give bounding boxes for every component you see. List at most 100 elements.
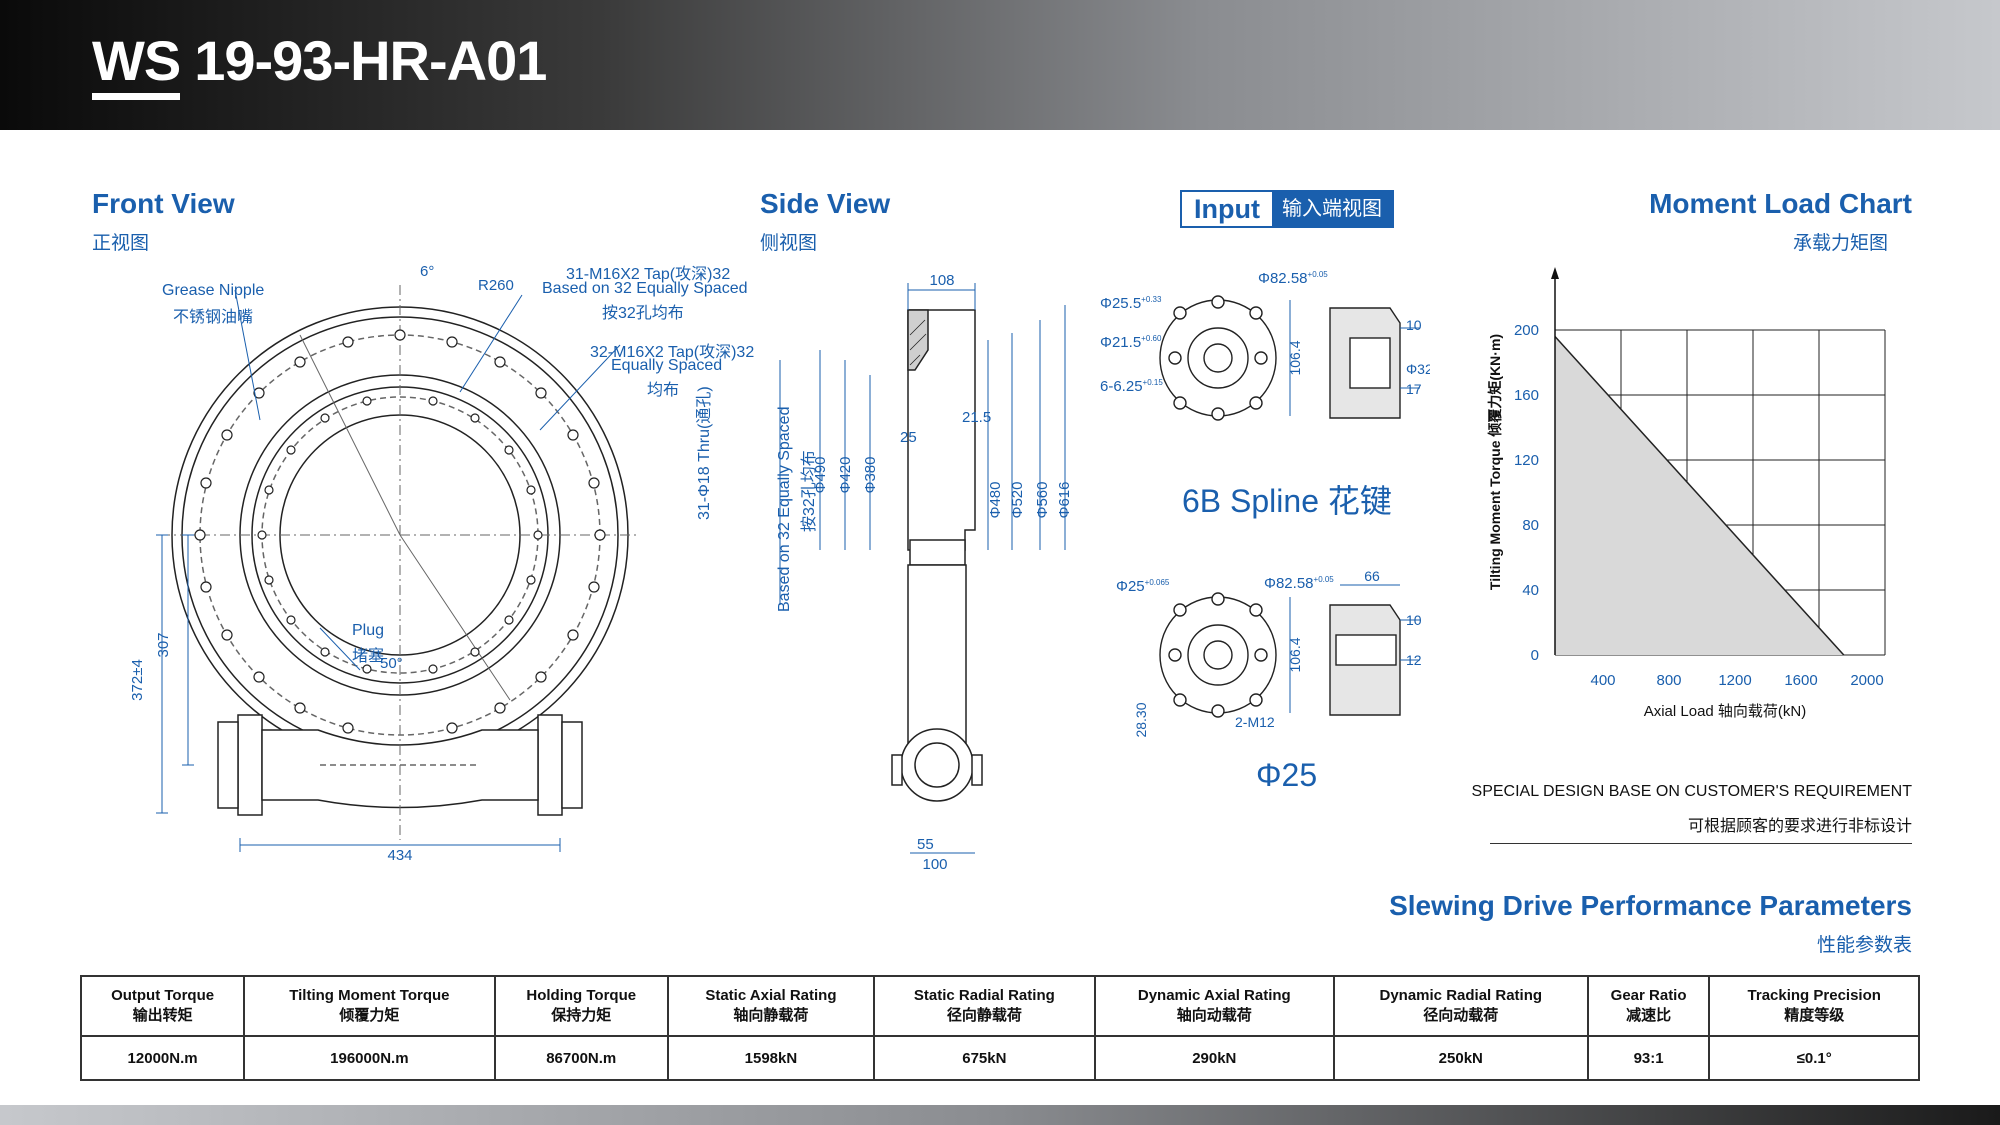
side-view-drawing: 108 21.5 25 Φ490 Φ420 Φ380 Φ480 Φ520 Φ56… — [779, 272, 1073, 873]
header-label-cn: 径向静载荷 — [946, 1007, 1022, 1024]
input-bottom-m12: 2-M12 — [1235, 714, 1275, 730]
grease-nipple-label: Grease Nipple — [162, 282, 265, 299]
header-label-en: Holding Torque — [526, 987, 637, 1004]
input-top-dim-106: 106.4 — [1287, 340, 1303, 375]
y-tick-labels: 0 40 80 120 160 200 — [1514, 322, 1539, 664]
x-tick-label: 800 — [1656, 672, 1681, 689]
dim-phi520: Φ520 — [1009, 482, 1026, 519]
thru-hole-label-2: Based on 32 Equally Spaced — [776, 406, 793, 612]
value-cell: 196000N.m — [243, 1035, 496, 1081]
side-view-body — [891, 309, 983, 802]
dim-100: 100 — [922, 856, 947, 873]
note-divider — [1490, 843, 1912, 844]
r260-label: R260 — [478, 277, 514, 294]
side-dimensions — [779, 283, 1066, 854]
input-top-dim-10: 10 — [1406, 317, 1422, 333]
value-cell: 675kN — [872, 1035, 1096, 1081]
special-design-note-cn: 可根据顾客的要求进行非标设计 — [1687, 818, 1912, 835]
value-cell: ≤0.1° — [1708, 1035, 1920, 1081]
footer-bar — [0, 1105, 2000, 1125]
dim-phi616: Φ616 — [1056, 482, 1073, 519]
dim-108: 108 — [929, 272, 954, 289]
angle-6-label: 6° — [420, 263, 434, 280]
dim-25: 25 — [900, 429, 917, 446]
tap31-label-3: 按32孔均布 — [602, 305, 684, 322]
input-bottom-dim-66: 66 — [1364, 568, 1380, 584]
value-cell: 1598kN — [666, 1035, 875, 1081]
model-code: 19-93-HR-A01 — [194, 29, 547, 92]
header-label-en: Output Torque — [111, 987, 215, 1004]
y-tick-label: 40 — [1522, 582, 1539, 599]
input-top-phi25-5: Φ25.5+0.33 — [1100, 295, 1162, 312]
dim-434: 434 — [387, 847, 412, 860]
input-bottom-drawing: 106.4 66 10 12 2-M12 28.30 — [1133, 568, 1422, 738]
x-tick-label: 400 — [1590, 672, 1615, 689]
input-top-phi21-5: Φ21.5+0.60 — [1100, 334, 1162, 351]
y-axis-label: Tilting Moment Torque 倾覆力矩(KN·m) — [1487, 334, 1503, 590]
thru-hole-label-1: 31-Φ18 Thru(通孔) — [696, 386, 713, 520]
input-view-badge: Input 输入端视图 — [1180, 190, 1394, 228]
header-label-cn: 轴向动载荷 — [1176, 1007, 1252, 1024]
moment-chart-title: Moment Load Chart — [1649, 188, 1912, 219]
spline-label: 6B Spline 花键 — [1182, 483, 1392, 519]
plug-label: Plug — [352, 622, 385, 639]
tap32-label-2: Equally Spaced — [611, 357, 723, 374]
header-label-en: Dynamic Radial Rating — [1379, 987, 1543, 1004]
header-label-cn: 轴向静载荷 — [733, 1007, 809, 1024]
front-labels: 6° R260 50° 307 372±4 434 — [129, 263, 514, 860]
side-labels: 108 21.5 25 Φ490 Φ420 Φ380 Φ480 Φ520 Φ56… — [812, 272, 1073, 873]
value-cell: 86700N.m — [493, 1035, 669, 1081]
header-label-en: Gear Ratio — [1610, 987, 1687, 1004]
moment-chart-subtitle: 承载力矩图 — [1792, 233, 1888, 254]
input-bottom-phi25: Φ25+0.065 — [1116, 578, 1170, 595]
input-top-dim-phi32: Φ32 — [1406, 361, 1430, 377]
dim-phi380: Φ380 — [862, 457, 879, 494]
input-subtitle: 输入端视图 — [1271, 192, 1392, 226]
y-tick-label: 80 — [1522, 517, 1539, 534]
dim-21-5: 21.5 — [962, 409, 991, 426]
dim-55: 55 — [917, 836, 934, 853]
series-code: WS — [92, 28, 181, 100]
side-view-subtitle: 侧视图 — [760, 233, 818, 254]
input-bottom-dim-106: 106.4 — [1287, 637, 1303, 672]
input-bottom-dim-12: 12 — [1406, 652, 1422, 668]
input-top-drawing: 106.4 10 Φ32 17 — [1159, 295, 1430, 421]
header-label-cn: 倾覆力矩 — [339, 1007, 400, 1024]
front-view-title: Front View — [92, 188, 235, 219]
grease-nipple-label-cn: 不锈钢油嘴 — [173, 309, 254, 326]
y-tick-label: 0 — [1531, 647, 1539, 664]
y-tick-label: 120 — [1514, 452, 1539, 469]
header-cell: Output Torque 输出转矩 — [79, 975, 246, 1037]
front-dimensions — [156, 289, 621, 852]
performance-subtitle: 性能参数表 — [1816, 935, 1912, 956]
input-top-six: 6-6.25+0.15 — [1100, 378, 1163, 395]
header-label-cn: 输出转矩 — [132, 1007, 193, 1024]
y-tick-label: 160 — [1514, 387, 1539, 404]
dim-phi420: Φ420 — [837, 457, 854, 494]
header-label-en: Dynamic Axial Rating — [1137, 987, 1291, 1004]
side-hatch — [909, 319, 927, 366]
input-bottom-dim-10: 10 — [1406, 612, 1422, 628]
input-bottom-phi82: Φ82.58+0.05 — [1264, 575, 1334, 592]
input-top-phi82: Φ82.58+0.05 — [1258, 270, 1328, 287]
dim-307: 307 — [155, 632, 172, 657]
x-tick-label: 1600 — [1784, 672, 1817, 689]
performance-title: Slewing Drive Performance Parameters — [1389, 890, 1912, 921]
shaft-label: Φ25 — [1256, 757, 1318, 793]
x-tick-label: 1200 — [1718, 672, 1751, 689]
x-tick-label: 2000 — [1850, 672, 1883, 689]
y-axis-arrow — [1551, 267, 1559, 279]
y-tick-label: 200 — [1514, 322, 1539, 339]
chart-line-series — [1554, 335, 1845, 656]
angle-50-label: 50° — [380, 655, 403, 672]
